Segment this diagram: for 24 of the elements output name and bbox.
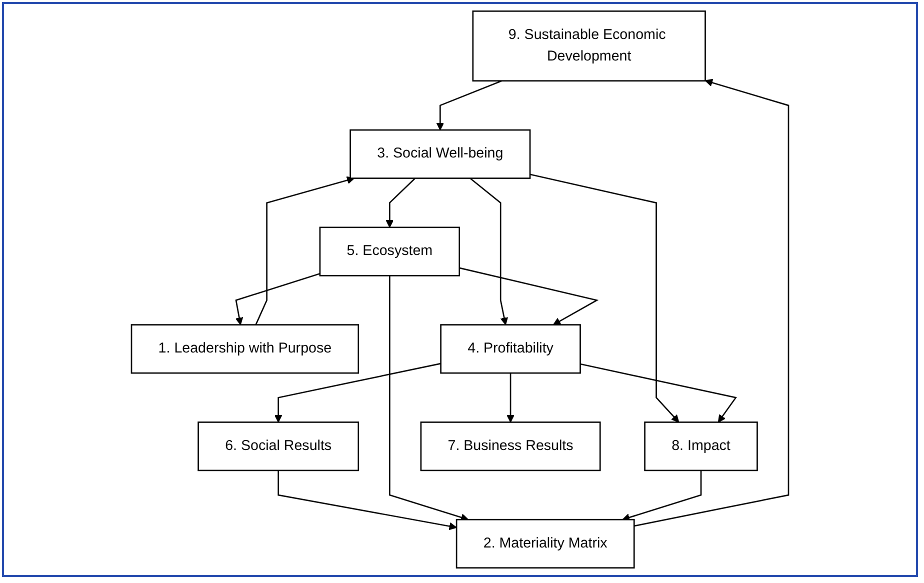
- node-box: [350, 129, 531, 179]
- node-box: [456, 518, 635, 569]
- arrow: [436, 80, 502, 130]
- arrow: [459, 267, 599, 326]
- arrow: [255, 176, 355, 326]
- node-box: [420, 422, 601, 472]
- diagram-frame: 9. Sustainable Economic Development 3. Social Well-being 5. Ecosystem 1. Leadership with Purpose 4. Profitability 6. Social Results 7. Business Results 8. Impact 2. Materiality Matrix: [2, 2, 918, 577]
- arrow: [470, 178, 508, 326]
- arrow: [389, 276, 469, 522]
- node-box: [319, 226, 460, 276]
- arrow: [622, 470, 702, 522]
- arrow: [634, 78, 790, 527]
- node-box: [440, 324, 581, 374]
- arrow: [235, 272, 320, 326]
- node-box: [130, 324, 360, 374]
- arrow: [274, 362, 441, 423]
- arrow: [580, 363, 737, 423]
- node-box: [644, 422, 758, 472]
- arrow: [530, 174, 680, 423]
- arrow: [506, 373, 514, 423]
- node-box: [198, 422, 360, 472]
- arrow: [278, 470, 457, 530]
- arrow: [386, 178, 416, 228]
- node-box: [472, 10, 706, 82]
